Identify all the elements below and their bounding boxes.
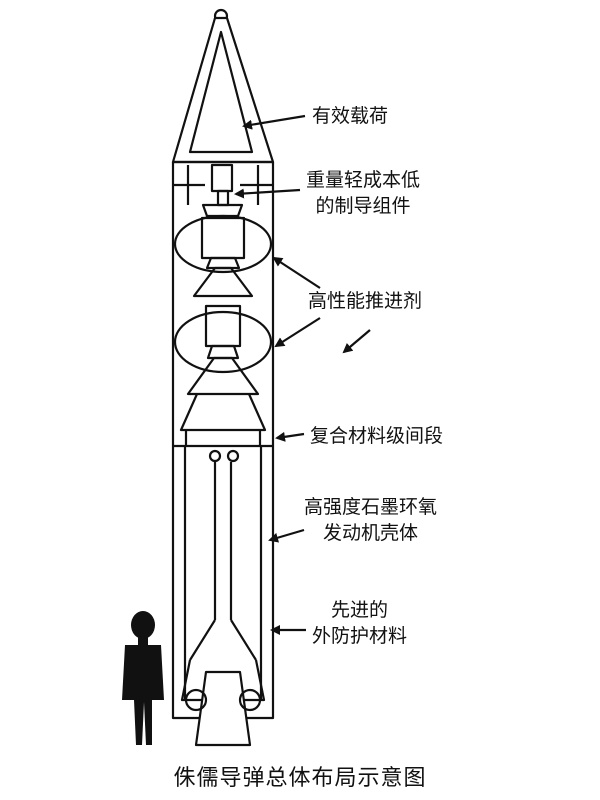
second-stage-motor: [173, 304, 273, 396]
payload-warhead: [188, 30, 254, 154]
missile-body: [171, 162, 275, 720]
label-protection: 先进的 外防护材料: [312, 599, 408, 647]
label-guidance: 重量轻成本低 的制导组件: [306, 169, 421, 217]
payload-arrow: [242, 114, 306, 130]
propellant-arrow-3: [342, 329, 371, 354]
guidance-section: [173, 163, 273, 218]
diagram-caption: 侏儒导弹总体布局示意图: [173, 766, 427, 791]
casing-arrow: [268, 528, 305, 543]
propellant-arrow-1: [272, 256, 321, 289]
third-stage-motor: [173, 214, 273, 298]
propellant-arrow-2: [274, 317, 321, 348]
label-propellant: 高性能推进剂: [308, 290, 423, 312]
human-silhouette: [122, 611, 164, 745]
guidance-arrow: [234, 188, 301, 199]
interstage-arrow: [275, 431, 305, 442]
label-motor-casing: 高强度石墨环氧 发动机壳体: [304, 496, 438, 544]
first-stage-motor-case: [183, 446, 263, 700]
label-payload: 有效载荷: [312, 105, 389, 127]
label-interstage: 复合材料级间段: [310, 425, 444, 447]
first-stage-nozzle: [180, 659, 266, 747]
interstage: [173, 393, 273, 463]
